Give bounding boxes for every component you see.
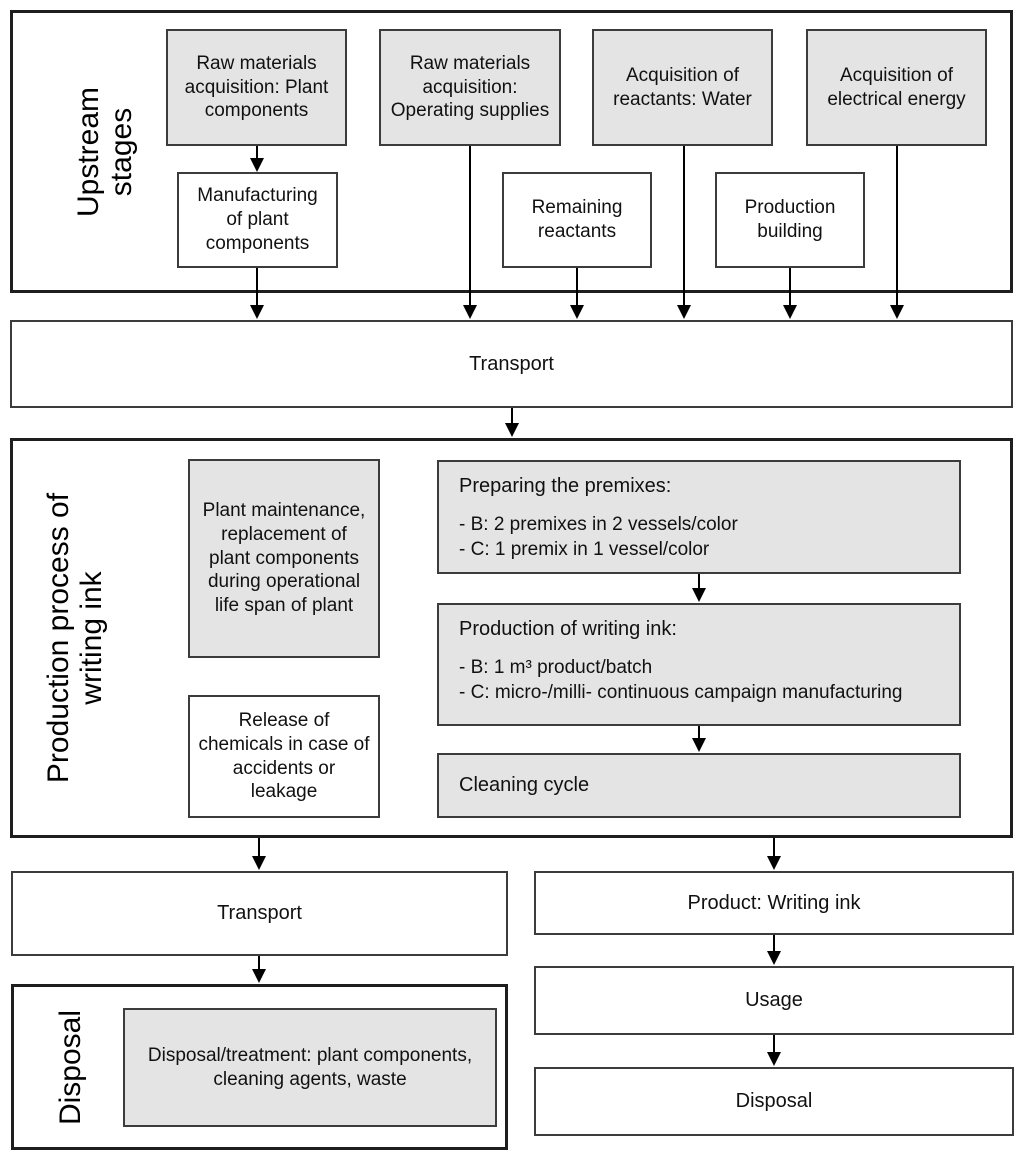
arrow-electrical-energy-to-transport (890, 146, 904, 319)
arrow-transport-to-production (505, 408, 519, 437)
upstream-stages-label-line2: stages (104, 107, 138, 196)
box-product-writing-ink-text: Product: Writing ink (687, 891, 861, 914)
disposal-label-line1: Disposal (54, 1009, 88, 1125)
arrow-operating-supplies-to-transport (463, 146, 477, 319)
box-transport-upper: Transport (10, 320, 1013, 408)
arrow-production-building-to-transport (783, 268, 797, 319)
production-process-label-line1: Production process of (42, 492, 75, 784)
upstream-stages-label-line1: Upstream (71, 86, 105, 217)
arrow-water-to-transport (677, 146, 691, 319)
box-disposal-treatment: Disposal/treatment: plant components, cl… (123, 1008, 497, 1127)
arrow-premixes-to-ink-production (692, 574, 706, 602)
box-production-building: Production building (715, 172, 865, 268)
box-product-writing-ink: Product: Writing ink (534, 871, 1014, 935)
arrow-production-to-product (767, 838, 781, 870)
box-preparing-premixes-item-c: - C: 1 premix in 1 vessel/color (459, 538, 710, 560)
box-disposal-treatment-text: Disposal/treatment: plant components, cl… (147, 1044, 473, 1090)
box-usage-text: Usage (745, 989, 803, 1011)
box-raw-materials-operating-supplies: Raw materials acquisition: Operating sup… (379, 29, 561, 146)
arrow-manufacturing-to-transport (250, 268, 264, 319)
arrow-remaining-reactants-to-transport (570, 268, 584, 319)
box-preparing-premixes: Preparing the premixes: - B: 2 premixes … (437, 460, 961, 574)
box-preparing-premixes-item-b: - B: 2 premixes in 2 vessels/color (459, 514, 738, 535)
disposal-label: Disposal (55, 1009, 88, 1124)
box-release-of-chemicals: Release of chemicals in case of accident… (188, 695, 380, 818)
box-manufacturing-plant-components: Manufacturing of plant components (177, 172, 338, 268)
disposal-label-wrap: Disposal (11, 984, 131, 1150)
box-cleaning-cycle-text: Cleaning cycle (459, 774, 590, 796)
box-disposal-final: Disposal (534, 1067, 1014, 1136)
production-process-label-wrap: Production process of writing ink (10, 438, 140, 838)
box-transport-upper-text: Transport (469, 352, 554, 375)
arrow-transport-lower-to-disposal (252, 956, 266, 983)
box-cleaning-cycle: Cleaning cycle (437, 753, 961, 818)
arrow-raw-plant-to-manufacturing (250, 146, 264, 172)
box-raw-materials-plant-components: Raw materials acquisition: Plant compone… (166, 29, 347, 146)
box-usage: Usage (534, 966, 1014, 1035)
upstream-stages-label: Upstream stages (72, 86, 138, 216)
box-raw-materials-operating-supplies-text: Raw materials acquisition: Operating sup… (390, 52, 550, 122)
box-production-of-writing-ink-title: Production of writing ink: (459, 618, 677, 640)
production-process-label: Production process of writing ink (42, 493, 108, 783)
box-production-building-text: Production building (744, 197, 836, 242)
box-acquisition-electrical-energy: Acquisition of electrical energy (806, 29, 987, 146)
box-plant-maintenance-text: Plant maintenance, replacement of plant … (202, 500, 366, 617)
box-remaining-reactants: Remaining reactants (502, 172, 652, 268)
box-transport-lower: Transport (11, 871, 508, 956)
arrow-product-to-usage (767, 935, 781, 965)
box-acquisition-reactants-water: Acquisition of reactants: Water (592, 29, 773, 146)
box-plant-maintenance: Plant maintenance, replacement of plant … (188, 459, 380, 658)
box-raw-materials-plant-components-text: Raw materials acquisition: Plant compone… (184, 52, 329, 122)
box-disposal-final-text: Disposal (735, 1090, 813, 1112)
box-release-of-chemicals-text: Release of chemicals in case of accident… (198, 710, 370, 803)
box-acquisition-reactants-water-text: Acquisition of reactants: Water (613, 64, 752, 110)
box-production-of-writing-ink-item-b: - B: 1 m³ product/batch (459, 657, 653, 678)
box-acquisition-electrical-energy-text: Acquisition of electrical energy (827, 64, 966, 110)
box-transport-lower-text: Transport (217, 902, 302, 924)
arrow-production-to-transport-lower (252, 838, 266, 870)
arrow-ink-production-to-cleaning (692, 726, 706, 752)
box-production-of-writing-ink-item-c: - C: micro-/milli- continuous campaign m… (459, 681, 903, 703)
box-manufacturing-plant-components-text: Manufacturing of plant components (197, 185, 318, 254)
box-remaining-reactants-text: Remaining reactants (531, 197, 623, 242)
production-process-label-line2: writing ink (75, 571, 108, 705)
arrow-usage-to-disposal (767, 1035, 781, 1066)
box-preparing-premixes-title: Preparing the premixes: (459, 475, 672, 497)
box-production-of-writing-ink: Production of writing ink: - B: 1 m³ pro… (437, 603, 961, 726)
